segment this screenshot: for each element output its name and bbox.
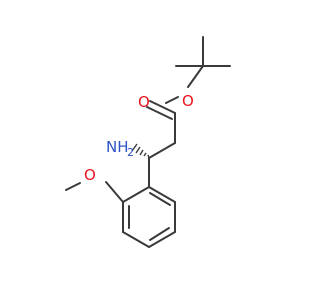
ester-oxygen-label: O <box>182 92 194 110</box>
structure-canvas: O O NH 2 O <box>65 36 231 248</box>
tbutyl-to-ester-oxygen <box>187 65 204 88</box>
ring-bond-3 <box>148 231 176 248</box>
methoxy-oxygen-to-methyl <box>65 182 81 191</box>
molecule-structure: O O NH 2 O <box>65 36 231 248</box>
ring-to-methoxy-oxygen <box>105 181 124 203</box>
ring-inner-double-1 <box>149 192 171 206</box>
ring-inner-double-2 <box>149 227 170 241</box>
ring-bond-4 <box>122 231 150 248</box>
amine-subscript: 2 <box>127 146 134 159</box>
ch2-to-stereocenter <box>148 142 176 159</box>
carbonyl-double-bond-b <box>146 106 173 120</box>
carbonyl-double-bond-a <box>149 100 176 114</box>
ester-oxygen-to-carbonyl <box>165 96 179 104</box>
ring-bond-6 <box>122 186 150 203</box>
methoxy-oxygen-label: O <box>84 166 96 184</box>
ring-bond-1 <box>148 186 176 203</box>
carbonyl-oxygen-label: O <box>138 93 150 111</box>
amine-label: NH <box>106 138 129 156</box>
hashed-wedge-bond <box>131 143 150 159</box>
